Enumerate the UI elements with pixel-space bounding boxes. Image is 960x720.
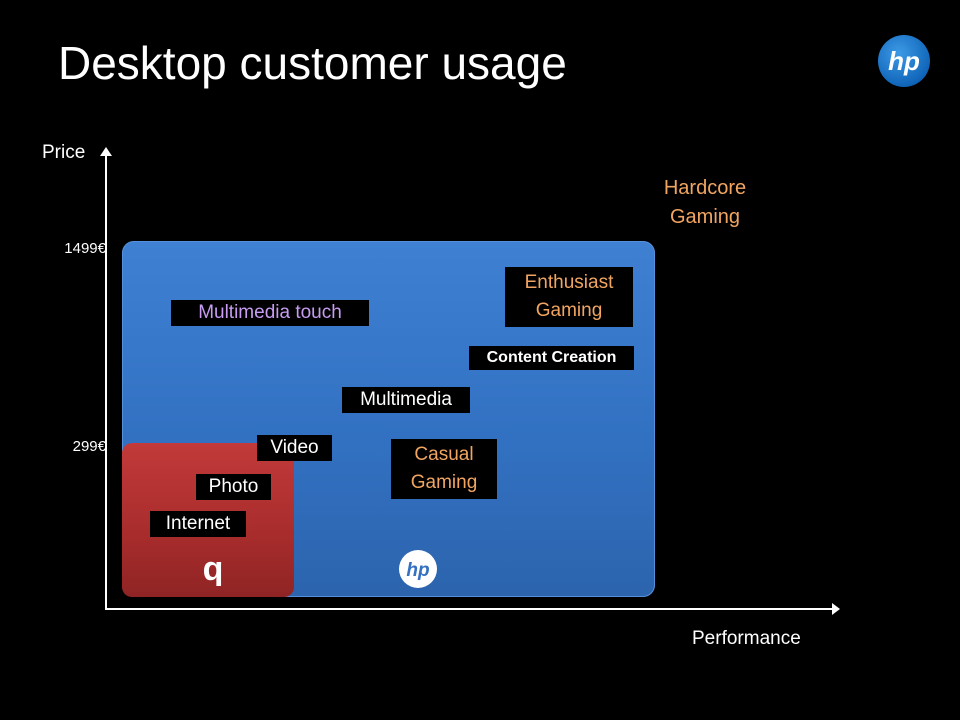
segment-video: Video — [257, 435, 332, 461]
segment-multimedia: Multimedia — [342, 387, 470, 413]
segment-casual-gaming: Casual Gaming — [391, 439, 497, 499]
x-axis-arrow — [832, 603, 840, 615]
compaq-logo-icon: q — [203, 554, 224, 586]
x-axis-label: Performance — [692, 628, 801, 649]
segment-multimedia-touch: Multimedia touch — [171, 300, 369, 326]
hp-logo-icon: hp — [878, 35, 930, 87]
segment-enthusiast-gaming: Enthusiast Gaming — [505, 267, 633, 327]
y-axis-label: Price — [42, 142, 86, 163]
hp-region-logo-icon: hp — [399, 550, 437, 588]
segment-internet: Internet — [150, 511, 246, 537]
hp-logo-text: hp — [888, 46, 920, 76]
segment-label: Hardcore Gaming — [663, 177, 747, 228]
page-title: Desktop customer usage — [58, 37, 567, 89]
y-axis-arrow — [100, 147, 112, 156]
compaq-logo-text: q — [203, 554, 224, 586]
segment-content-creation: Content Creation — [469, 346, 634, 370]
segment-photo: Photo — [196, 474, 271, 500]
y-tick-1499: 1499€ — [64, 240, 106, 257]
segment-hardcore-gaming: Hardcore Gaming — [645, 174, 765, 232]
y-tick-299: 299€ — [72, 438, 106, 455]
hp-region-logo-text: hp — [406, 560, 429, 581]
